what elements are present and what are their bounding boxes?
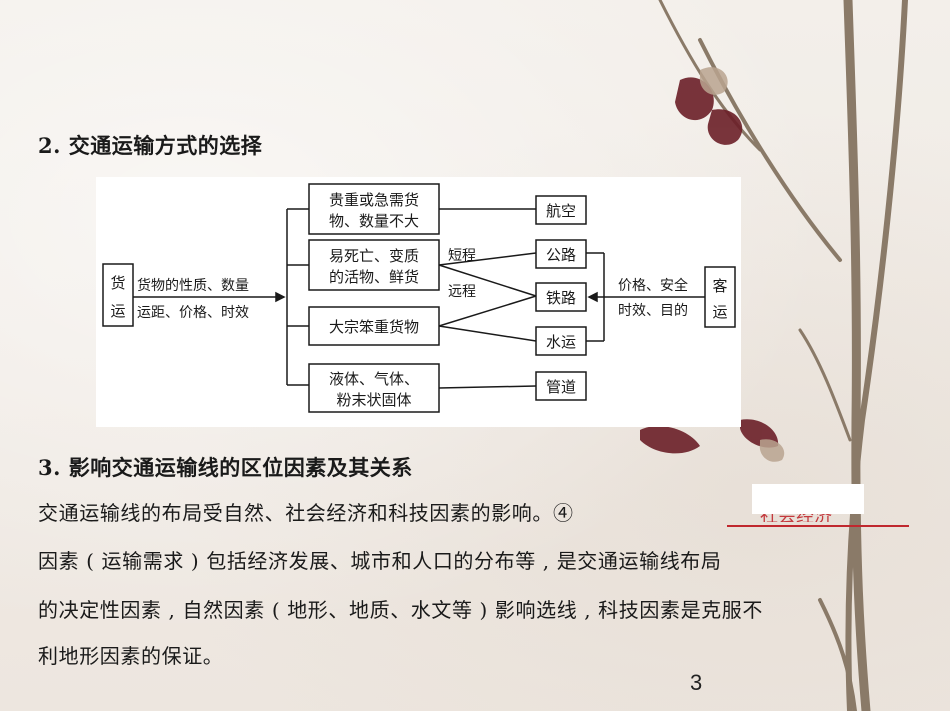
mode-rail: 铁路: [546, 289, 576, 307]
cargo-fluid-line-2: 粉末状固体: [336, 391, 411, 409]
freight-box: [102, 263, 134, 327]
freight-char-1: 货: [110, 274, 125, 292]
passenger-char-2: 运: [712, 303, 727, 321]
page-number: 3: [690, 670, 703, 695]
freight-char-2: 运: [110, 302, 125, 320]
mode-water: 水运: [546, 333, 576, 351]
body-line-1: 交通运输线的布局受自然、社会经济和科技因素的影响。④: [38, 501, 574, 525]
cargo-fluid-line-1: 液体、气体、: [329, 370, 419, 388]
edge-label-long: 远程: [448, 284, 476, 300]
passenger-char-1: 客: [712, 277, 727, 295]
edge-label-short: 短程: [448, 248, 476, 264]
transport-diagram-panel: 货 运 货物的性质、数量 运距、价格、时效 贵重或急需货 物、数量不大 易死亡、…: [96, 177, 741, 427]
mode-box-pipe: [535, 371, 587, 401]
section-3-heading: 3. 影响交通运输线的区位因素及其关系: [38, 455, 413, 480]
mode-box-rail: [535, 282, 587, 312]
mode-air: 航空: [546, 202, 576, 220]
cargo-valuable-line-1: 贵重或急需货: [329, 191, 419, 209]
cargo-bulk-line: 大宗笨重货物: [329, 318, 419, 336]
body-line-3: 的决定性因素 , 自然因素 ( 地形、地质、水文等 ) 影响选线 , 科技因素是…: [38, 598, 763, 622]
mode-road: 公路: [546, 246, 576, 264]
mode-box-road: [535, 239, 587, 269]
body-line-4: 利地形因素的保证。: [38, 644, 224, 668]
answer-cover: [752, 484, 864, 514]
freight-factor-2: 运距、价格、时效: [137, 305, 249, 321]
freight-factor-1: 货物的性质、数量: [137, 277, 249, 294]
passenger-box: [704, 266, 736, 328]
cargo-perishable-line-2: 的活物、鲜货: [329, 268, 419, 286]
mode-box-air: [535, 195, 587, 225]
passenger-factor-2: 时效、目的: [618, 303, 688, 319]
section-2-heading: 2. 交通运输方式的选择: [38, 133, 263, 158]
body-line-2: 因素 ( 运输需求 ) 包括经济发展、城市和人口的分布等 , 是交通运输线布局: [38, 549, 722, 573]
answer-blank[interactable]: [727, 497, 909, 527]
passenger-factor-1: 价格、安全: [618, 277, 688, 294]
transport-diagram: 货 运 货物的性质、数量 运距、价格、时效 贵重或急需货 物、数量不大 易死亡、…: [102, 183, 736, 413]
mode-pipe: 管道: [546, 378, 576, 396]
cargo-perishable-line-1: 易死亡、变质: [329, 247, 419, 265]
cargo-valuable-line-2: 物、数量不大: [329, 212, 419, 230]
